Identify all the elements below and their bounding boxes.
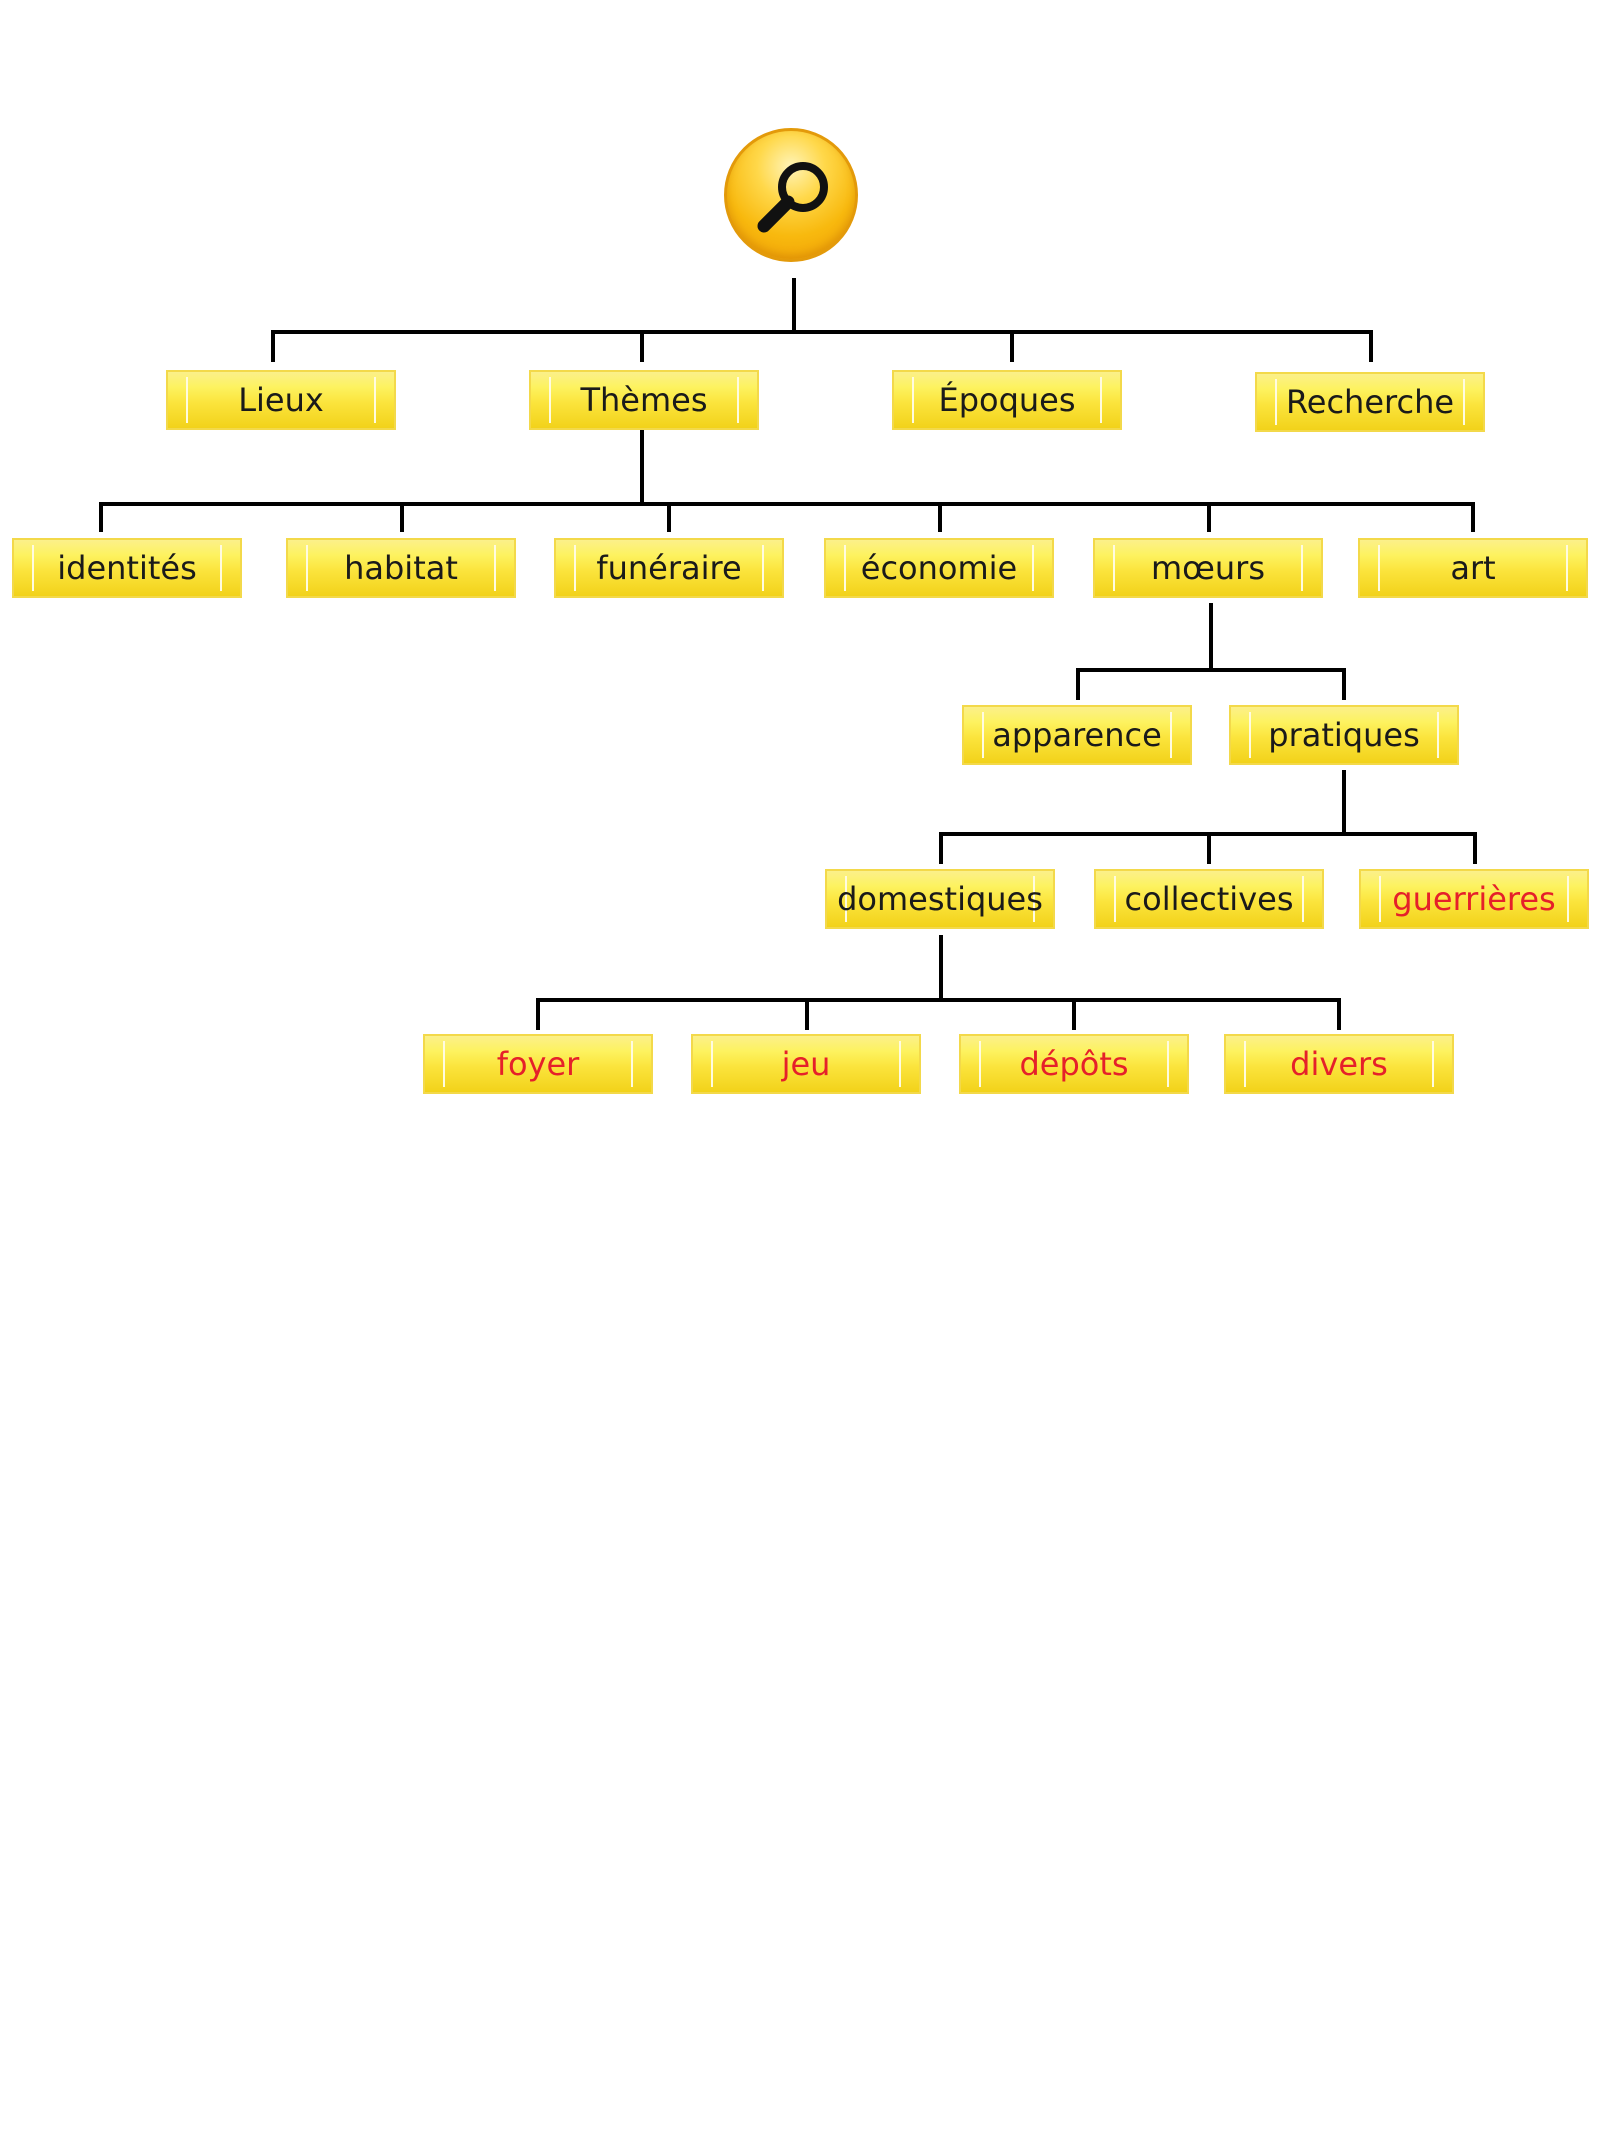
node-habitat[interactable]: habitat [286,538,516,598]
node-funeraire[interactable]: funéraire [554,538,784,598]
node-label: jeu [781,1045,831,1083]
node-depots[interactable]: dépôts [959,1034,1189,1094]
node-label: Thèmes [580,381,708,419]
node-label: Recherche [1285,383,1455,421]
node-foyer[interactable]: foyer [423,1034,653,1094]
node-label: funéraire [596,549,742,587]
node-label: pratiques [1268,716,1420,754]
node-label: Lieux [238,381,324,419]
node-label: identités [57,549,197,587]
node-recherche[interactable]: Recherche [1255,372,1485,432]
search-button[interactable] [724,128,858,262]
node-label: art [1450,549,1496,587]
magnifier-search-icon [757,162,828,233]
node-jeu[interactable]: jeu [691,1034,921,1094]
node-pratiques[interactable]: pratiques [1229,705,1459,765]
node-label: collectives [1124,880,1294,918]
node-label: guerrières [1392,880,1556,918]
node-epoques[interactable]: Époques [892,370,1122,430]
node-moeurs[interactable]: mœurs [1093,538,1323,598]
node-label: économie [860,549,1018,587]
node-identites[interactable]: identités [12,538,242,598]
node-collectives[interactable]: collectives [1094,869,1324,929]
node-apparence[interactable]: apparence [962,705,1192,765]
node-economie[interactable]: économie [824,538,1054,598]
node-label: mœurs [1150,549,1265,587]
node-label: dépôts [1019,1045,1129,1083]
node-label: divers [1290,1045,1388,1083]
node-label: habitat [344,549,458,587]
node-domestiques[interactable]: domestiques [825,869,1055,929]
node-label: Époques [938,381,1076,419]
node-lieux[interactable]: Lieux [166,370,396,430]
node-divers[interactable]: divers [1224,1034,1454,1094]
node-guerrieres[interactable]: guerrières [1359,869,1589,929]
node-themes[interactable]: Thèmes [529,370,759,430]
node-art[interactable]: art [1358,538,1588,598]
node-label: foyer [496,1045,580,1083]
node-label: domestiques [837,880,1043,918]
node-label: apparence [992,716,1162,754]
